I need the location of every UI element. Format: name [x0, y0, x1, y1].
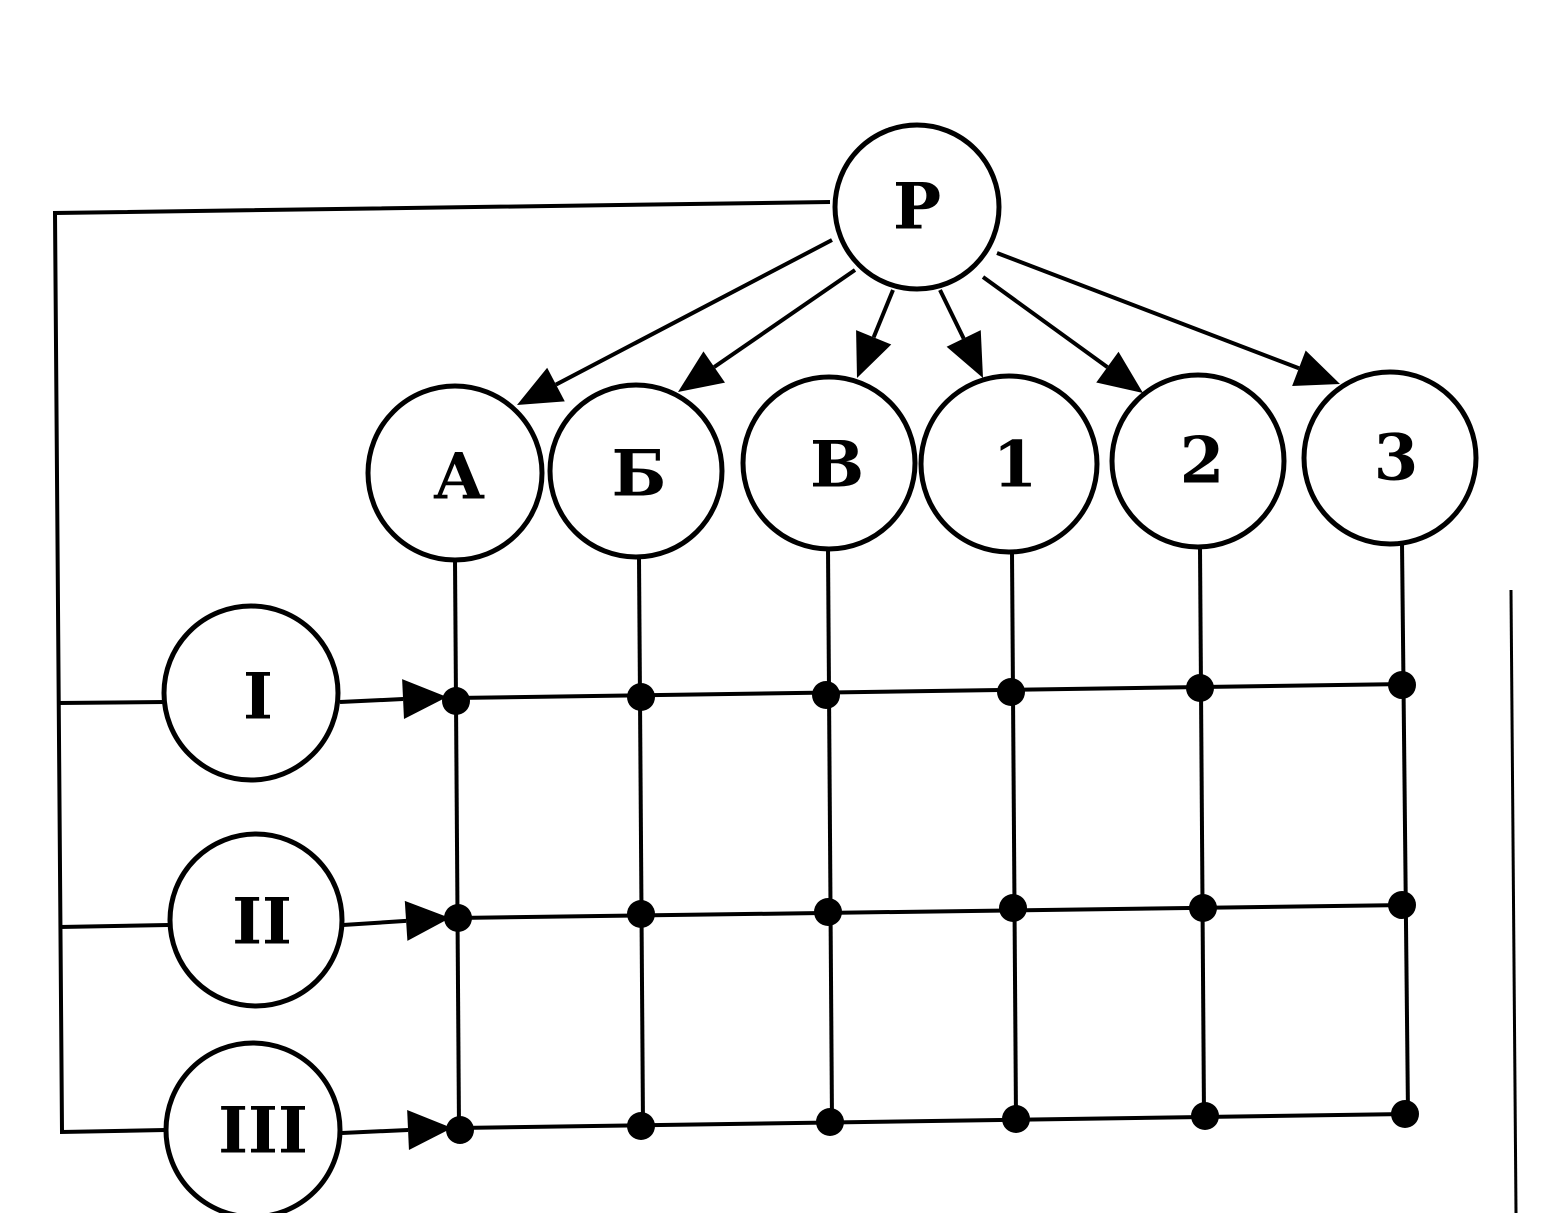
node-col-c2-label: 2 [1180, 424, 1225, 499]
bracket-to-row-2 [59, 923, 169, 929]
grid-junction-dot-2 [627, 683, 655, 711]
arrow-P-to-c2 [981, 275, 1143, 393]
node-row-3-label: III [218, 1094, 308, 1169]
arrow-P-to-c3-head [1292, 350, 1340, 387]
grid-junction-dot-15 [816, 1108, 844, 1136]
node-col-V: В [740, 374, 918, 552]
node-col-c1: 1 [918, 373, 1100, 555]
node-row-1: I [161, 603, 341, 783]
node-col-c1-label: 1 [993, 428, 1038, 503]
page-edge-line [1509, 589, 1518, 1213]
node-col-A: А [365, 383, 545, 563]
grid-junction-dot-10 [999, 894, 1027, 922]
grid-junction-dot-12 [1388, 891, 1416, 919]
grid-col-line-c2 [1198, 547, 1206, 1117]
node-col-c1-circle [918, 373, 1100, 555]
arrow-P-to-c1 [938, 289, 983, 378]
arrow-row-2-to-grid-shaft [342, 918, 407, 927]
node-root-P-circle [832, 122, 1002, 292]
arrow-P-to-c2-shaft [981, 275, 1109, 369]
node-root-P: Р [832, 122, 1002, 292]
node-col-B6-circle [547, 382, 725, 560]
arrow-row-3-to-grid-head [407, 1110, 452, 1150]
row-to-grid-arrows [339, 679, 452, 1150]
arrow-P-to-c1-head [946, 330, 983, 378]
grid-col-line-c3 [1400, 542, 1410, 1115]
arrow-P-to-c3-shaft [996, 251, 1300, 371]
arrow-P-to-A [517, 238, 833, 405]
arrow-row-2-to-grid [342, 900, 450, 941]
grid-junction-dot-1 [442, 687, 470, 715]
bracket-to-row-1 [57, 700, 166, 705]
node-root-P-label: Р [893, 170, 941, 245]
node-row-1-label: I [243, 660, 273, 735]
node-row-1-circle [161, 603, 341, 783]
arrow-row-3-to-grid [341, 1110, 452, 1150]
arrow-P-to-c2-head [1096, 351, 1143, 393]
grid-junction-dot-8 [627, 900, 655, 928]
arrow-row-3-to-grid-shaft [341, 1127, 409, 1135]
node-col-V-label: В [810, 428, 864, 503]
arrow-row-1-to-grid-head [402, 679, 447, 720]
grid-row-line-2 [456, 903, 1406, 920]
arrow-P-to-A-shaft [555, 238, 833, 387]
arrow-P-to-B6 [678, 268, 857, 392]
arrow-P-to-V [856, 289, 895, 378]
grid-row-line-3 [458, 1112, 1409, 1130]
grid-junction-dot-3 [812, 681, 840, 709]
arrow-row-1-to-grid-shaft [339, 697, 404, 704]
grid-junction-dot-11 [1189, 894, 1217, 922]
node-col-c2-circle [1109, 372, 1287, 550]
node-col-B6: Б [547, 382, 725, 560]
matrix-grid [442, 542, 1419, 1144]
feedback-bracket [52, 200, 831, 1135]
node-row-2-label: II [232, 885, 292, 960]
node-col-c3: 3 [1301, 369, 1479, 547]
grid-junction-dot-14 [627, 1112, 655, 1140]
node-col-A-label: А [433, 440, 485, 515]
grid-col-line-c1 [1010, 552, 1018, 1120]
grid-junction-dot-13 [446, 1116, 474, 1144]
node-col-c3-circle [1301, 369, 1479, 547]
node-row-3: III [163, 1040, 343, 1213]
arrow-P-to-B6-head [678, 351, 726, 392]
arrow-P-to-A-head [517, 367, 565, 405]
node-col-B6-label: Б [612, 437, 667, 512]
node-col-c2: 2 [1109, 372, 1287, 550]
arrow-P-to-c1-shaft [938, 289, 966, 340]
arrow-P-to-c3 [996, 251, 1340, 387]
node-row-2: II [167, 831, 345, 1009]
node-col-A-circle [365, 383, 545, 563]
grid-junction-dot-7 [444, 904, 472, 932]
grid-col-line-V [826, 547, 834, 1123]
grid-junctions [442, 671, 1419, 1144]
grid-junction-dot-4 [997, 678, 1025, 706]
root-to-column-arrows [517, 238, 1340, 405]
grid-col-line-B6 [637, 557, 645, 1126]
grid-junction-dot-17 [1191, 1102, 1219, 1130]
grid-junction-dot-6 [1388, 671, 1416, 699]
arrow-row-1-to-grid [339, 679, 447, 720]
grid-col-line-A [453, 559, 461, 1129]
arrow-row-2-to-grid-head [404, 900, 450, 941]
arrow-P-to-V-head [856, 330, 892, 378]
bracket-top-line [52, 200, 831, 1135]
grid-row-line-1 [454, 682, 1406, 700]
node-col-c3-label: 3 [1374, 421, 1419, 496]
node-row-3-circle [163, 1040, 343, 1213]
arrow-P-to-B6-shaft [713, 268, 857, 369]
grid-junction-dot-9 [814, 898, 842, 926]
node-row-2-circle [167, 831, 345, 1009]
grid-junction-dot-5 [1186, 674, 1214, 702]
arrow-P-to-V-shaft [871, 289, 895, 339]
grid-junction-dot-16 [1002, 1105, 1030, 1133]
node-col-V-circle [740, 374, 918, 552]
grid-junction-dot-18 [1391, 1100, 1419, 1128]
